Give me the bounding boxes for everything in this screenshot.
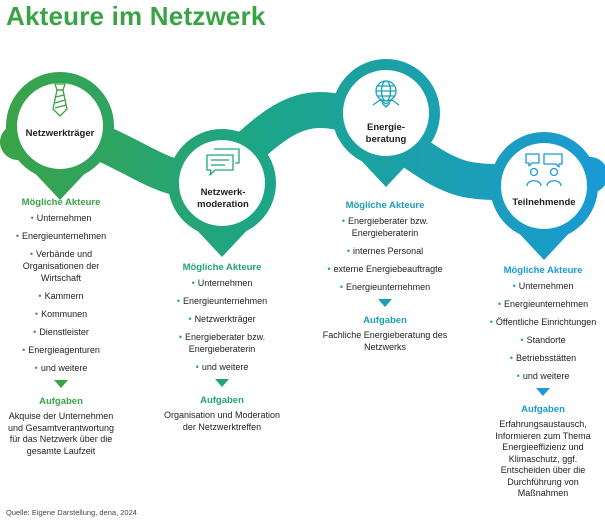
pin-teilnehmende <box>490 132 598 260</box>
list-item: •Energieagenturen <box>22 345 100 355</box>
list-item: •Unternehmen <box>191 278 253 288</box>
list-item: •Energieunternehmen <box>176 296 268 306</box>
list-item: •Kommunen <box>34 309 88 319</box>
role-label-teilnehmende: Teilnehmende <box>512 197 576 208</box>
list-item: •Öffentliche Einrichtungen <box>489 317 597 327</box>
tasks-heading: Aufgaben <box>521 404 565 415</box>
list-item: •Energieunternehmen <box>339 282 431 292</box>
tasks-text: Organisation und Moderation der Netzwerk… <box>163 410 281 432</box>
actors-heading: Mögliche Akteure <box>182 262 262 273</box>
actors-column-energieberatung: Mögliche Akteure •Energieberater bzw. En… <box>322 200 448 353</box>
pin-netzwerkmoderation <box>168 129 276 257</box>
tasks-text: Akquise der Unternehmen und Gesamtverant… <box>7 411 115 456</box>
role-label-netzwerkmoderation: Netzwerk-moderation <box>197 187 249 210</box>
globe-handshake-icon <box>372 80 400 108</box>
down-arrow-icon <box>215 379 229 387</box>
page-title: Akteure im Netzwerk <box>6 1 266 31</box>
list-item: •und weitere <box>195 362 249 372</box>
actors-heading: Mögliche Akteure <box>503 265 583 276</box>
list-item: •Netzwerkträger <box>188 314 256 324</box>
actors-column-netzwerkmoderation: Mögliche Akteure •Unternehmen •Energieun… <box>160 262 284 433</box>
list-item: •Standorte <box>520 335 566 345</box>
pin-netzwerktraeger <box>6 72 114 200</box>
people-talking-icon <box>525 153 563 187</box>
actors-heading: Mögliche Akteure <box>21 197 101 208</box>
list-item: •Verbände und Organisationen der Wirtsch… <box>22 249 100 283</box>
list-item: •externe Energiebeauftragte <box>327 264 443 274</box>
list-item: •internes Personal <box>346 246 424 256</box>
tasks-text: Erfahrungsaustausch, Informieren zum The… <box>495 419 591 498</box>
actors-heading: Mögliche Akteure <box>345 200 425 211</box>
source-note: Quelle: Eigene Darstellung, dena, 2024 <box>6 508 137 517</box>
down-arrow-icon <box>54 380 68 388</box>
actors-column-netzwerktraeger: Mögliche Akteure •Unternehmen •Energieun… <box>2 197 120 457</box>
role-label-energieberatung: Energie-beratung <box>365 122 407 145</box>
list-item: •Unternehmen <box>30 213 92 223</box>
chat-bubbles-icon <box>206 148 240 176</box>
list-item: •und weitere <box>34 363 88 373</box>
role-label-netzwerktraeger: Netzwerkträger <box>25 128 95 139</box>
list-item: •Betriebsstätten <box>509 353 577 363</box>
tasks-text: Fachliche Energieberatung des Netzwerks <box>322 330 448 352</box>
tie-icon <box>52 83 68 117</box>
list-item: •Energieunternehmen <box>497 299 589 309</box>
list-item: •und weitere <box>516 371 570 381</box>
tasks-heading: Aufgaben <box>200 395 244 406</box>
down-arrow-icon <box>536 388 550 396</box>
list-item: •Energieberater bzw. Energieberaterin <box>178 332 266 354</box>
tasks-heading: Aufgaben <box>363 315 407 326</box>
list-item: •Energieberater bzw. Energieberaterin <box>341 216 429 238</box>
actors-column-teilnehmende: Mögliche Akteure •Unternehmen •Energieun… <box>486 265 600 500</box>
list-item: •Kammern <box>38 291 84 301</box>
tasks-heading: Aufgaben <box>39 396 83 407</box>
list-item: •Energieunternehmen <box>15 231 107 241</box>
list-item: •Dienstleister <box>33 327 89 337</box>
pin-energieberatung <box>332 59 440 187</box>
down-arrow-icon <box>378 299 392 307</box>
list-item: •Unternehmen <box>512 281 574 291</box>
